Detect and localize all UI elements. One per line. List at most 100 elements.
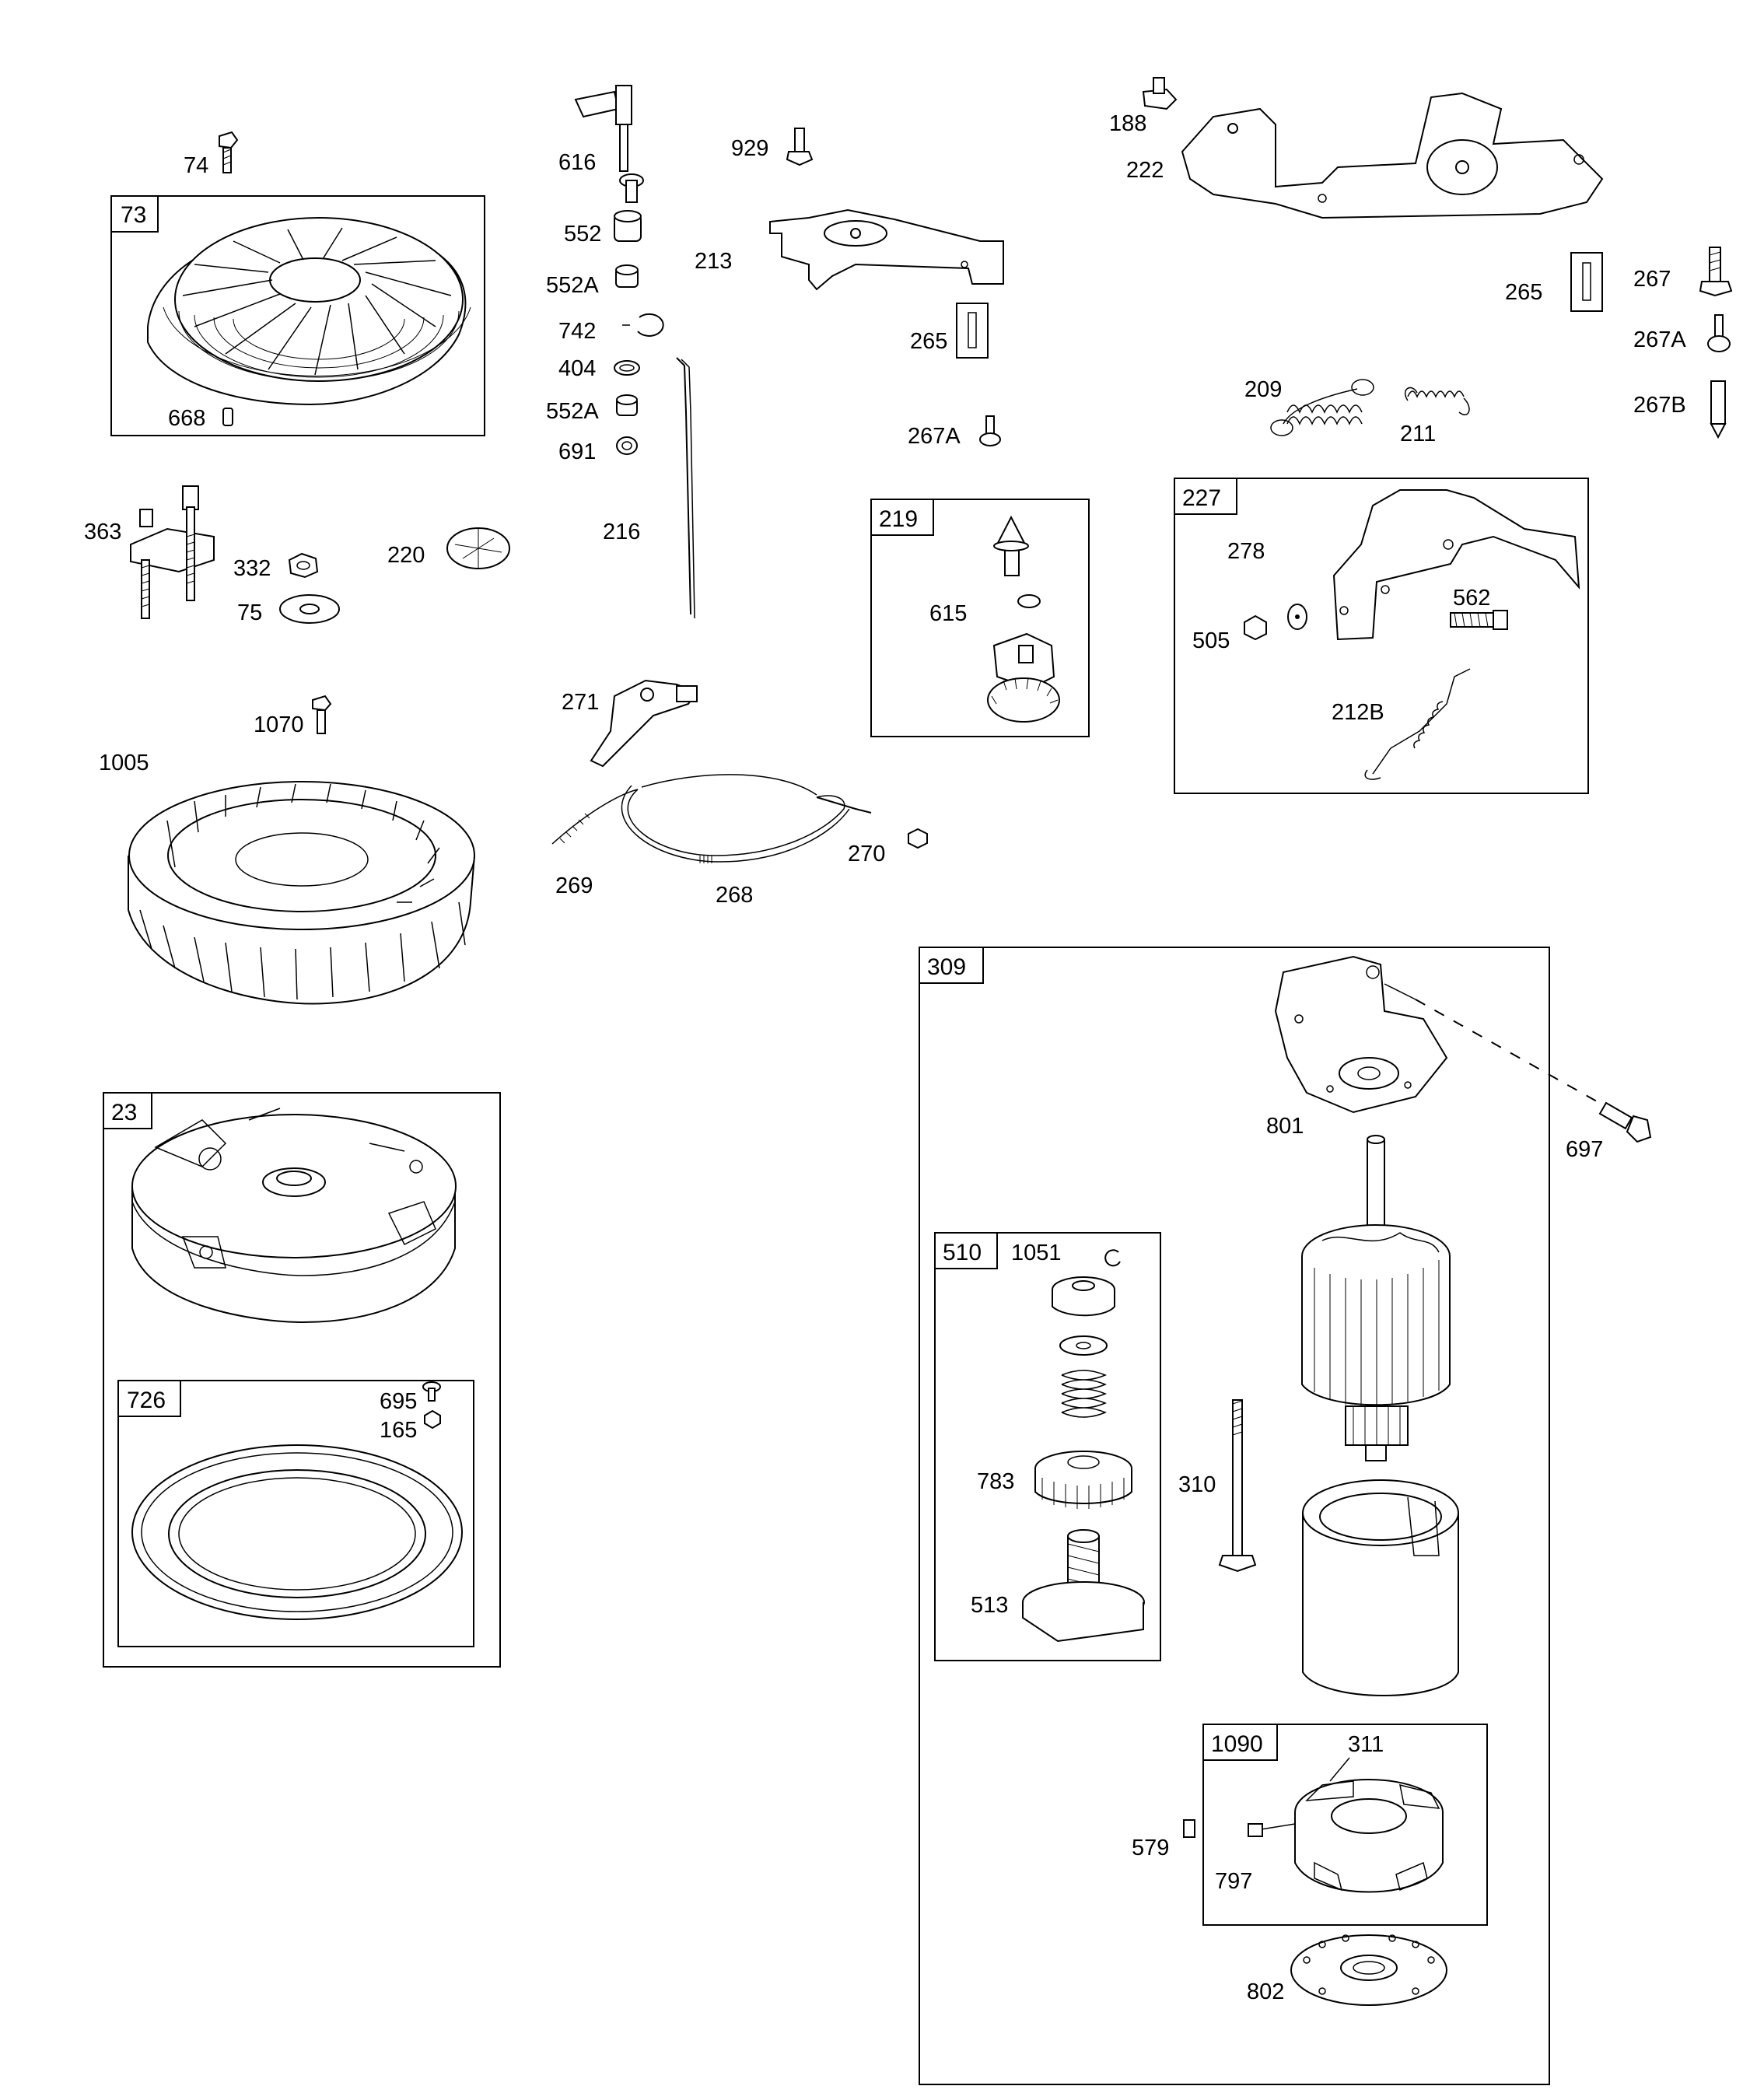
callout-265-right: 265 <box>1505 280 1542 305</box>
motor-housing-part <box>1302 1479 1459 1696</box>
callout-695: 695 <box>380 1389 417 1414</box>
frame-73: 73 <box>110 195 485 436</box>
armature-part <box>1301 1135 1451 1461</box>
drive-513-part <box>1022 1529 1145 1643</box>
callout-74: 74 <box>184 153 208 178</box>
bushing-552-part <box>614 210 642 242</box>
callout-579: 579 <box>1132 1836 1169 1860</box>
bushing-552A-part <box>615 264 639 288</box>
callout-552A-lower: 552A <box>546 399 599 424</box>
grille-73-part <box>147 217 471 406</box>
callout-615: 615 <box>929 601 967 626</box>
gear-783-part <box>1034 1451 1132 1509</box>
nut-165-part <box>424 1409 441 1430</box>
nut-579-part <box>1183 1819 1195 1838</box>
callout-1051: 1051 <box>1011 1241 1062 1265</box>
callout-267: 267 <box>1633 267 1671 292</box>
nut-270-part <box>908 828 928 849</box>
callout-783: 783 <box>977 1469 1014 1494</box>
callout-212B: 212B <box>1332 700 1384 725</box>
frame-73-label: 73 <box>121 202 146 228</box>
callout-668: 668 <box>168 406 205 431</box>
frame-23-label: 23 <box>111 1100 137 1125</box>
plate-213-part <box>769 208 1004 291</box>
callout-1005: 1005 <box>99 751 149 775</box>
callout-505: 505 <box>1192 628 1230 653</box>
bracket-363-part <box>130 485 215 619</box>
screw-697-part <box>1598 1101 1652 1143</box>
screw-1070-part <box>312 695 332 734</box>
frame-726-label: 726 <box>127 1388 166 1413</box>
fan-1005-part <box>128 781 475 1005</box>
callout-270: 270 <box>848 842 885 866</box>
frame-1090-label: 1090 <box>1211 1731 1263 1757</box>
shaft-616-part <box>574 85 644 203</box>
frame-1090: 1090 <box>1202 1724 1488 1926</box>
plate-802-part <box>1290 1934 1447 2006</box>
callout-562: 562 <box>1453 586 1490 611</box>
leader-801-697 <box>1384 983 1603 1105</box>
screw-267A-part <box>979 415 1001 446</box>
screw-695-part <box>422 1381 441 1402</box>
callout-265: 265 <box>910 329 947 354</box>
screw-74-part <box>219 131 239 173</box>
screw-562-part <box>1450 610 1508 630</box>
screw-188-part <box>1142 77 1178 110</box>
callout-labels: 74 616 929 188 222 552 213 552A 742 404 … <box>84 111 1686 2004</box>
clip-265-part <box>956 303 989 359</box>
callout-267A-right: 267A <box>1633 327 1686 352</box>
frame-309: 309 <box>919 947 1550 2085</box>
callout-267A: 267A <box>908 424 961 449</box>
frame-219: 219 <box>870 499 1090 737</box>
callout-929: 929 <box>731 136 768 161</box>
callout-802: 802 <box>1247 1979 1284 2004</box>
callout-269: 269 <box>555 873 593 898</box>
pin-668-part <box>222 408 233 426</box>
clip-265-right-part <box>1570 252 1603 312</box>
flywheel-23-part <box>131 1108 457 1324</box>
pin-219-part <box>993 515 1029 576</box>
callout-271: 271 <box>562 690 599 715</box>
callout-742: 742 <box>558 319 596 344</box>
callout-310: 310 <box>1178 1472 1216 1497</box>
frame-510: 510 <box>934 1232 1161 1661</box>
spring-211-part <box>1404 387 1470 415</box>
lever-271-part <box>590 679 698 768</box>
callout-697: 697 <box>1566 1137 1603 1162</box>
brush-holder-1090-part <box>1248 1757 1444 1893</box>
ring-gear-726-part <box>131 1444 463 1620</box>
screw-267-part <box>1699 247 1733 297</box>
bracket-222-part <box>1181 92 1604 219</box>
frame-23: 23 <box>103 1092 501 1668</box>
screen-220-part <box>446 527 510 569</box>
callout-552: 552 <box>564 222 601 247</box>
seal-691-part <box>616 436 638 455</box>
spring-209-part <box>1270 379 1374 436</box>
bolt-310-part <box>1218 1399 1257 1573</box>
callout-267B: 267B <box>1633 393 1686 418</box>
nut-332-part <box>288 552 319 579</box>
callout-797: 797 <box>1215 1869 1252 1894</box>
washer-404-part <box>614 360 640 376</box>
frame-726: 726 <box>117 1380 474 1647</box>
frame-227: 227 <box>1174 478 1589 794</box>
callout-213: 213 <box>695 249 732 274</box>
washer-510-part <box>1059 1335 1108 1356</box>
spring-212B-part <box>1364 668 1471 780</box>
frame-510-label: 510 <box>943 1240 982 1265</box>
frame-227-label: 227 <box>1182 485 1221 511</box>
spring-510-part <box>1061 1370 1107 1418</box>
callout-513: 513 <box>971 1593 1008 1618</box>
bushing-552A-lower-part <box>616 394 638 416</box>
callout-209: 209 <box>1244 377 1282 402</box>
plate-801-part <box>1274 955 1448 1114</box>
callout-552A: 552A <box>546 273 599 298</box>
callout-404: 404 <box>558 356 596 381</box>
screw-267A-right-part <box>1707 314 1731 352</box>
callout-363: 363 <box>84 520 121 544</box>
frame-309-label: 309 <box>927 954 966 980</box>
gear-219-part <box>987 632 1060 723</box>
nut-505-part <box>1244 614 1267 641</box>
